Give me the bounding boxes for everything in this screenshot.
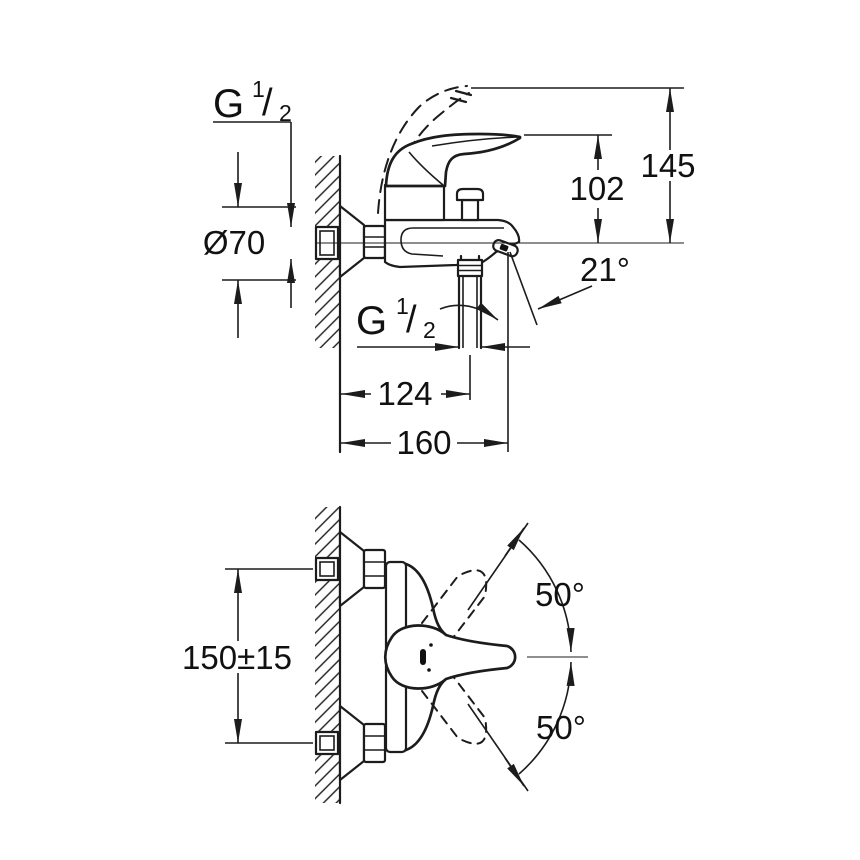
- angle-arc: [518, 539, 575, 653]
- diverter-stem: [460, 198, 480, 222]
- wall-hatching: [315, 507, 340, 803]
- overall-height-label: 145: [640, 147, 695, 184]
- escutcheon-cone: [338, 530, 366, 608]
- lever-logo-mark: [420, 649, 426, 665]
- diverter-cap: [455, 187, 485, 202]
- union-nut-hex-lines: [364, 735, 385, 751]
- cartridge-housing: [383, 183, 446, 222]
- thread-label-base: G: [213, 82, 244, 126]
- side-view: G 1 / 2 Ø70 102 145: [203, 76, 696, 461]
- spout-angle-leg: [509, 251, 538, 326]
- body-inner-contour: [400, 227, 504, 257]
- lever-neck-contour: [408, 151, 444, 186]
- leader-curve: [439, 302, 499, 321]
- union-nut: [362, 722, 387, 764]
- escutcheon-cone: [338, 204, 366, 279]
- body-flare-bottom: [404, 677, 448, 752]
- raised-lever-outer-curve: [377, 85, 468, 214]
- union-square-fitting: [314, 556, 340, 582]
- shower-outlet-pipe: [456, 254, 484, 350]
- wall-to-spout-label: 160: [396, 424, 451, 461]
- dim-overall-height: 145: [471, 87, 696, 243]
- aerator-outlet-mark: [499, 243, 509, 252]
- union-nut-hex-lines: [364, 236, 385, 248]
- raised-lever-tip-marks: [449, 89, 473, 104]
- pipe-thread-lines: [458, 264, 482, 272]
- wall-thread-label: G 1 / 2: [213, 76, 292, 126]
- lever-blade-crease: [431, 136, 518, 147]
- angle-leg-arrow: [504, 757, 525, 787]
- handle-height-label: 102: [569, 170, 624, 207]
- angle-leg-arrow: [504, 527, 525, 557]
- union-square-fitting: [314, 730, 340, 756]
- dim-g-half-wall: G 1 / 2: [213, 76, 295, 308]
- dim-outlet-thread: G 1 / 2: [356, 293, 530, 351]
- lever-dome-and-grip: [383, 624, 517, 690]
- dim-wall-to-spout: 160: [341, 252, 509, 461]
- spout-angle-label: 21°: [580, 251, 630, 288]
- lever-dot-bottom: [427, 668, 431, 672]
- upper-mounting-union: [314, 530, 387, 608]
- lever-handle: [384, 132, 522, 188]
- union-nut: [362, 548, 387, 590]
- dim-swing-up: 50°: [467, 522, 585, 653]
- thread-label-sup: 1: [252, 76, 265, 102]
- thread-label-sub: 2: [279, 100, 292, 126]
- mixer-body: [383, 183, 521, 269]
- dim-swing-down: 50°: [467, 661, 586, 792]
- front-view: 50° 50° 150±15: [182, 505, 588, 805]
- thread-label-slash: /: [262, 82, 273, 124]
- dim-wall-to-outlet: 124: [341, 355, 471, 412]
- escutcheon-cone: [338, 704, 366, 782]
- thread-label-slash: /: [406, 299, 417, 341]
- union-square-inner: [319, 735, 335, 751]
- wall-section: [315, 154, 342, 454]
- thread-label-sub: 2: [423, 317, 436, 343]
- connection-spacing-label: 150±15: [182, 639, 292, 676]
- union-nut-hex-lines: [364, 561, 385, 577]
- outlet-thread-label: G 1 / 2: [356, 293, 436, 343]
- swing-up-label: 50°: [535, 576, 585, 613]
- lever-dot-top: [429, 643, 433, 647]
- dim-escutcheon-diameter: Ø70: [203, 152, 296, 338]
- dim-spout-angle: 21°: [509, 251, 630, 326]
- thread-label-base: G: [356, 299, 387, 343]
- body-flare-top: [404, 562, 448, 637]
- pipe-thread-block: [456, 258, 484, 278]
- pipe-inner-walls: [462, 276, 478, 348]
- wall-section-front: [315, 505, 342, 805]
- leader-arrow: [537, 285, 593, 310]
- lever-blade: [384, 132, 522, 188]
- angle-arc: [518, 661, 575, 775]
- dim-handle-height: 102: [524, 134, 625, 243]
- union-square-inner: [319, 561, 335, 577]
- escutcheon-diameter-label: Ø70: [203, 224, 265, 261]
- union-nut: [362, 224, 387, 260]
- lever-swung-up-dashed: [421, 569, 488, 644]
- lever-handle-front: [383, 624, 517, 690]
- lower-mounting-union: [314, 704, 387, 782]
- lever-swung-down-dashed: [421, 670, 488, 745]
- thread-label-sup: 1: [396, 293, 409, 319]
- dim-connection-spacing: 150±15: [182, 568, 313, 744]
- diverter-knob: [455, 187, 485, 222]
- swing-down-label: 50°: [536, 709, 586, 746]
- wall-to-outlet-label: 124: [377, 375, 432, 412]
